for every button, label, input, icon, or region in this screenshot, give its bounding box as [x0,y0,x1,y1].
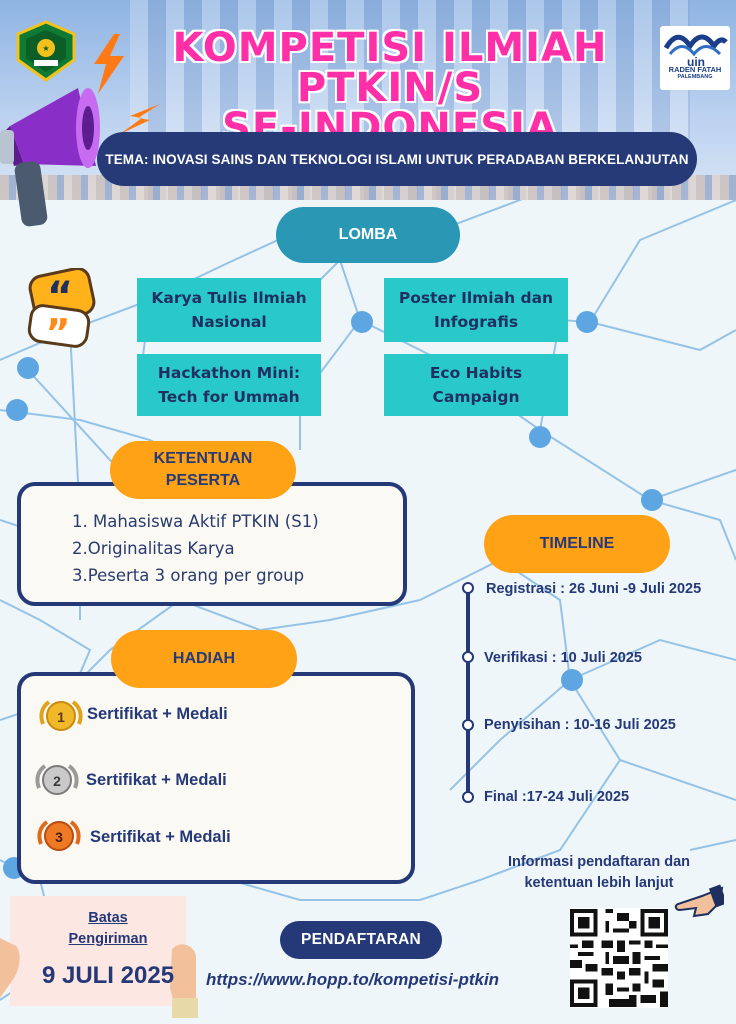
lightning-bolt-icon [94,34,124,94]
ketentuan-heading: KETENTUAN PESERTA [110,441,296,499]
lomba-heading: LOMBA [276,207,460,263]
timeline-item-final: Final :17-24 Juli 2025 [484,789,630,805]
info-text: Informasi pendaftaran dan ketentuan lebi… [484,852,714,894]
medal-rank: 2 [53,773,61,789]
pendaftaran-button[interactable]: PENDAFTARAN [280,921,442,959]
silver-medal-icon: 2 [35,764,79,795]
batas-date: 9 JULI 2025 [41,962,175,989]
svg-text:”: ” [46,311,71,348]
lomba-item-line1: Poster Ilmiah dan [398,289,554,307]
gold-medal-icon: 1 [39,700,83,731]
info-line-2: ketentuan lebih lanjut [524,875,674,891]
info-line-1: Informasi pendaftaran dan [507,854,691,870]
hadiah-item-2: Sertifikat + Medali [86,771,227,789]
ketentuan-heading-line2: PESERTA [165,472,241,489]
lomba-item-line2: Campaign [432,388,520,406]
megaphone-icon [0,88,100,227]
qr-code-icon[interactable] [570,908,668,1008]
ketentuan-item: 2.Originalitas Karya [72,539,235,558]
timeline-dot [462,582,474,594]
lomba-item-line1: Eco Habits [429,364,523,382]
batas-label: Batas Pengiriman [10,908,206,950]
lomba-item-line1: Hackathon Mini: [157,364,301,382]
lomba-item-hackathon: Hackathon Mini: Tech for Ummah [137,354,321,416]
pointing-hand-icon [674,884,724,918]
hadiah-item-3: Sertifikat + Medali [90,828,231,846]
kemenag-logo: ★ [16,20,76,82]
medal-rank: 3 [55,829,63,845]
hand-holding-right-icon [170,944,198,1018]
ketentuan-item: 1. Mahasiswa Aktif PTKIN (S1) [72,512,319,531]
batas-line-2: Pengiriman [68,931,148,947]
ketentuan-box [17,482,407,606]
timeline-dot [462,651,474,663]
bronze-medal-icon: 3 [37,820,81,851]
lomba-item-line2: Infografis [433,313,519,331]
tema-banner: TEMA: INOVASI SAINS DAN TEKNOLOGI ISLAMI… [97,132,697,186]
ketentuan-heading-line1: KETENTUAN [153,450,253,467]
hand-holding-left-icon [0,938,20,998]
timeline-item-registrasi: Registrasi : 26 Juni -9 Juli 2025 [486,581,702,597]
title-line-1: KOMPETISI ILMIAH PTKIN/S [171,25,608,111]
svg-text:★: ★ [42,44,49,53]
timeline-dot [462,719,474,731]
timeline-dot [462,791,474,803]
uin-logo-name: RADEN FATAH [668,65,722,74]
timeline-heading: TIMELINE [484,515,670,573]
batas-line-1: Batas [88,910,128,926]
hadiah-heading: HADIAH [111,630,297,688]
lomba-item-line2: Nasional [191,313,267,331]
uin-logo: uin RADEN FATAH PALEMBANG [660,26,730,90]
hadiah-item-1: Sertifikat + Medali [87,705,228,723]
quote-sticker-icon: “ ” [27,268,96,348]
ketentuan-list: 1. Mahasiswa Aktif PTKIN (S1) 2.Original… [72,508,319,589]
uin-wave-icon: uin [663,34,728,69]
timeline-line [466,587,470,800]
uin-logo-city: PALEMBANG [677,74,713,81]
ketentuan-item: 3.Peserta 3 orang per group [72,566,305,585]
batas-card [10,896,186,1006]
hadiah-box [17,672,415,884]
timeline-item-penyisihan: Penyisihan : 10-16 Juli 2025 [484,717,676,733]
registration-link[interactable]: https://www.hopp.to/kompetisi-ptkin [206,970,500,989]
timeline-item-verifikasi: Verifikasi : 10 Juli 2025 [484,650,642,666]
medal-rank: 1 [57,709,65,725]
uin-mark-text: uin [687,55,705,68]
page-title: KOMPETISI ILMIAH PTKIN/S SE-INDONESIA [110,25,670,150]
lomba-item-line2: Tech for Ummah [158,388,300,406]
lomba-item-line1: Karya Tulis Ilmiah [151,289,307,307]
